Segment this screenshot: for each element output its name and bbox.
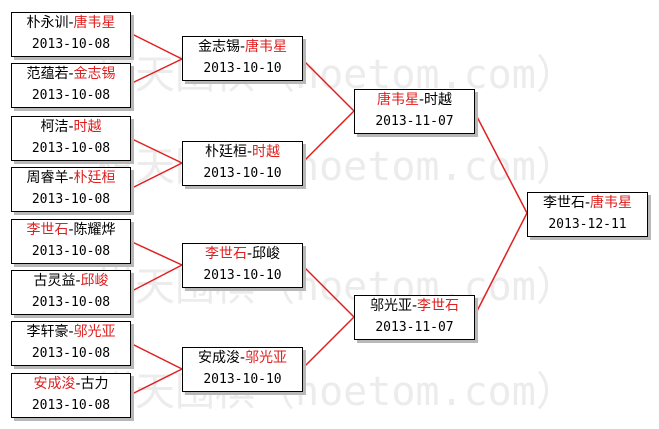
match-players: 周睿羊-朴廷桓 <box>26 170 116 186</box>
player-name: 邬光亚 <box>369 298 412 314</box>
match-box: 唐韦星-时越 2013-11-07 <box>354 89 475 134</box>
player-name: 时越 <box>252 144 281 160</box>
match-date: 2013-10-08 <box>31 398 111 413</box>
player-name: 时越 <box>424 92 453 108</box>
player-name: 李世石 <box>26 222 69 238</box>
player-name: 李世石 <box>542 195 585 211</box>
player-name: 朴永训 <box>26 15 69 31</box>
match-players: 唐韦星-时越 <box>376 92 453 108</box>
match-players: 李世石-邱峻 <box>204 246 281 262</box>
connector-line <box>129 32 183 60</box>
player-name: 时越 <box>73 119 102 135</box>
player-name: 金志锡 <box>73 66 116 82</box>
match-box: 柯洁-时越 2013-10-08 <box>11 116 131 161</box>
match-box: 朴廷桓-时越 2013-10-10 <box>182 141 303 186</box>
connector-line <box>301 58 355 112</box>
player-name: 朴廷桓 <box>73 170 116 186</box>
player-name: 安成浚 <box>33 376 76 392</box>
match-date: 2013-10-08 <box>31 295 111 310</box>
match-box: 金志锡-唐韦星 2013-10-10 <box>182 36 303 81</box>
player-name: 李轩豪 <box>26 324 69 340</box>
match-box: 邬光亚-李世石 2013-11-07 <box>354 295 475 340</box>
player-name: 唐韦星 <box>73 15 116 31</box>
match-date: 2013-10-08 <box>31 244 111 259</box>
match-date: 2013-10-08 <box>31 346 111 361</box>
match-players: 李轩豪-邬光亚 <box>26 324 116 340</box>
match-date: 2013-10-08 <box>31 141 111 156</box>
match-players: 朴永训-唐韦星 <box>26 15 116 31</box>
match-date: 2013-10-10 <box>203 268 282 283</box>
match-box: 古灵益-邱峻 2013-10-08 <box>11 270 131 315</box>
connector-line <box>129 58 183 85</box>
match-players: 安成浚-邬光亚 <box>197 350 288 366</box>
connector-line <box>129 342 183 370</box>
player-name: 李世石 <box>204 246 247 262</box>
match-date: 2013-11-07 <box>375 320 454 335</box>
connector-line <box>301 110 355 164</box>
match-date: 2013-10-10 <box>203 372 282 387</box>
player-name: 范蕴若 <box>26 66 69 82</box>
connector-line <box>473 110 528 214</box>
match-players: 李世石-陈耀烨 <box>26 222 116 238</box>
connector-line <box>129 368 183 396</box>
connector-line <box>301 316 355 370</box>
connector-line <box>301 264 355 318</box>
match-players: 邬光亚-李世石 <box>369 298 460 314</box>
match-players: 李世石-唐韦星 <box>542 195 633 211</box>
match-date: 2013-10-08 <box>31 37 111 52</box>
match-box: 李世石-唐韦星 2013-12-11 <box>527 192 648 237</box>
player-name: 邬光亚 <box>245 350 288 366</box>
connector-line <box>473 212 528 318</box>
match-date: 2013-12-11 <box>548 217 627 232</box>
player-name: 唐韦星 <box>245 39 288 55</box>
player-name: 古灵益 <box>33 273 76 289</box>
match-date: 2013-11-07 <box>375 114 454 129</box>
player-name: 李世石 <box>417 298 460 314</box>
match-box: 范蕴若-金志锡 2013-10-08 <box>11 63 131 108</box>
match-box: 朴永训-唐韦星 2013-10-08 <box>11 12 131 57</box>
match-date: 2013-10-10 <box>203 61 282 76</box>
match-players: 安成浚-古力 <box>33 376 109 392</box>
match-box: 李轩豪-邬光亚 2013-10-08 <box>11 321 131 366</box>
player-name: 邬光亚 <box>73 324 116 340</box>
player-name: 周睿羊 <box>26 170 69 186</box>
player-name: 邱峻 <box>252 246 281 262</box>
connector-line <box>129 137 183 164</box>
player-name: 邱峻 <box>80 273 109 289</box>
player-name: 陈耀烨 <box>73 222 116 238</box>
connector-line <box>129 240 183 266</box>
player-name: 金志锡 <box>197 39 240 55</box>
connector-line <box>129 264 183 293</box>
match-date: 2013-10-08 <box>31 88 111 103</box>
match-box: 安成浚-邬光亚 2013-10-10 <box>182 347 303 392</box>
match-players: 金志锡-唐韦星 <box>197 39 288 55</box>
match-box: 李世石-陈耀烨 2013-10-08 <box>11 219 131 264</box>
player-name: 柯洁 <box>40 119 69 135</box>
player-name: 古力 <box>80 376 109 392</box>
player-name: 唐韦星 <box>590 195 633 211</box>
match-box: 李世石-邱峻 2013-10-10 <box>182 243 303 288</box>
match-players: 范蕴若-金志锡 <box>26 66 116 82</box>
match-box: 周睿羊-朴廷桓 2013-10-08 <box>11 167 131 212</box>
player-name: 安成浚 <box>197 350 240 366</box>
match-players: 柯洁-时越 <box>40 119 102 135</box>
match-date: 2013-10-08 <box>31 192 111 207</box>
match-date: 2013-10-10 <box>203 166 282 181</box>
player-name: 唐韦星 <box>376 92 419 108</box>
player-name: 朴廷桓 <box>204 144 247 160</box>
match-players: 古灵益-邱峻 <box>33 273 109 289</box>
connector-line <box>129 162 183 190</box>
match-players: 朴廷桓-时越 <box>204 144 281 160</box>
match-box: 安成浚-古力 2013-10-08 <box>11 373 131 418</box>
